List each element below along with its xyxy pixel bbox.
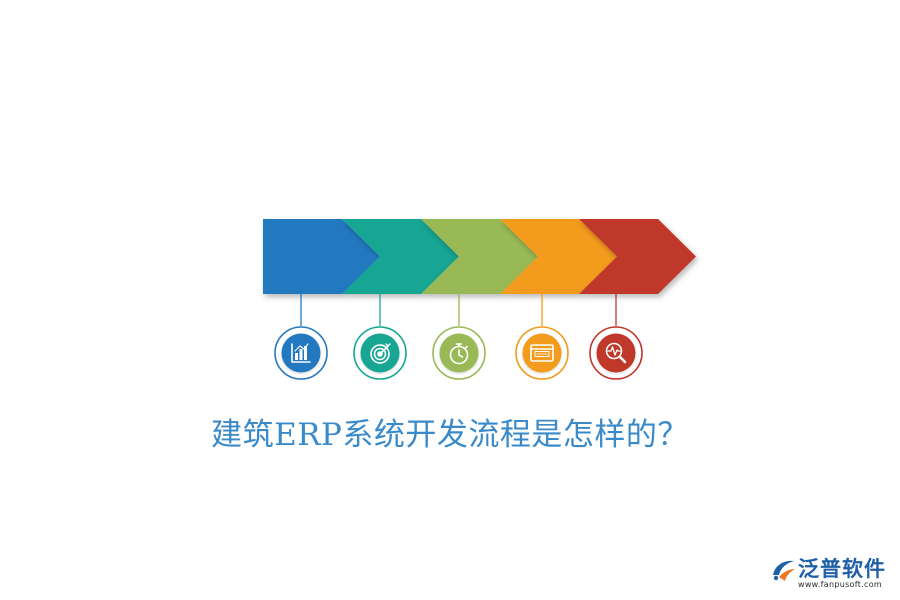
- step-icon-circle-3: [432, 326, 486, 380]
- logo-mark-icon: [773, 560, 795, 581]
- chevron-step-4: [500, 219, 617, 294]
- logo-url: www.fanpusoft.com: [798, 580, 882, 589]
- step-icon-circle-2: [353, 326, 407, 380]
- logo-name: 泛普软件: [798, 557, 886, 581]
- chevron-step-5: [579, 219, 696, 294]
- chevron-step-3: [421, 219, 538, 294]
- step-icon-circle-5: [589, 326, 643, 380]
- chevron-step-1: [263, 219, 380, 294]
- chevron-step-2: [342, 219, 459, 294]
- brand-logo: 泛普软件 www.fanpusoft.com: [770, 553, 895, 595]
- step-icon-circle-1: [274, 326, 328, 380]
- magnifier-pulse-icon: [605, 342, 627, 364]
- page-title: 建筑ERP系统开发流程是怎样的？: [211, 417, 689, 453]
- stopwatch-icon: [449, 343, 469, 365]
- bar-chart-icon: [291, 343, 311, 363]
- target-icon: [370, 343, 391, 364]
- browser-window-icon: [530, 344, 554, 362]
- step-icon-circle-4: [515, 326, 569, 380]
